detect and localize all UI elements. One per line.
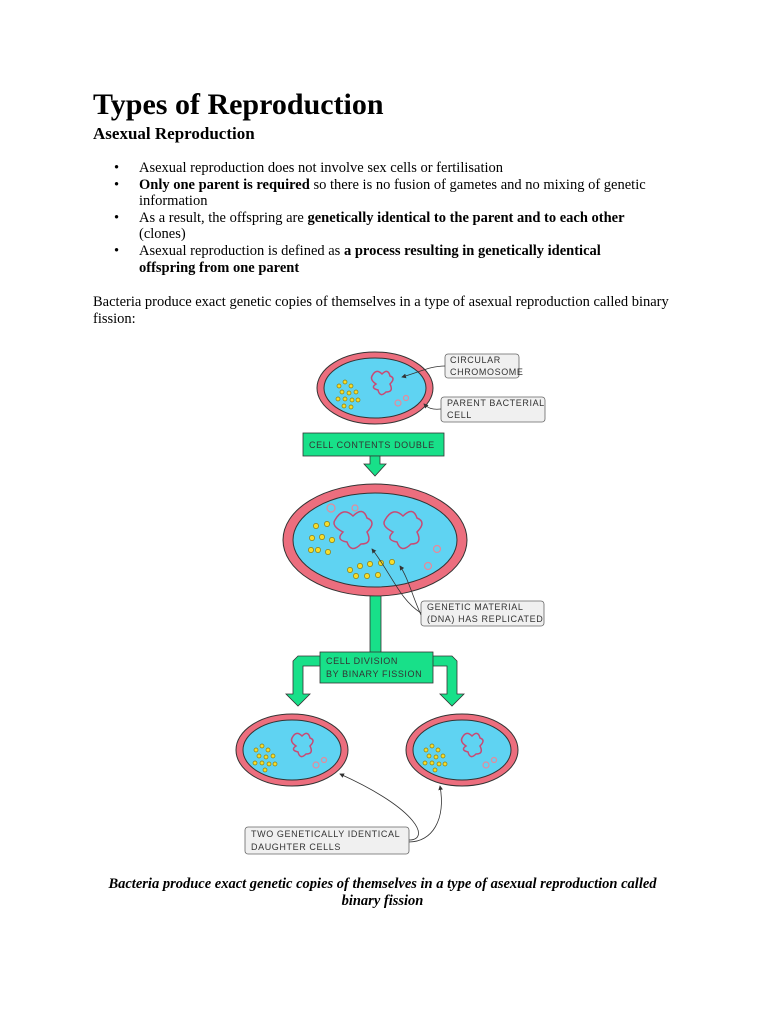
svg-text:CELL: CELL	[447, 410, 472, 420]
parent-bacterial-cell	[316, 351, 434, 425]
figure-caption: Bacteria produce exact genetic copies of…	[108, 876, 657, 909]
bullet-item: Asexual reproduction is defined as a pro…	[93, 243, 653, 276]
section-heading: Asexual Reproduction	[93, 124, 255, 143]
svg-text:GENETIC MATERIAL: GENETIC MATERIAL	[427, 602, 523, 612]
bullet-text: Asexual reproduction is defined as	[139, 242, 344, 259]
bullet-text: As a result, the offspring are	[139, 209, 308, 226]
split-arrow	[285, 595, 465, 707]
bullet-item: As a result, the offspring are genetical…	[93, 210, 653, 243]
svg-text:DAUGHTER CELLS: DAUGHTER CELLS	[251, 842, 341, 852]
circular-chromosome	[370, 370, 394, 396]
bullet-text-bold: a process resulting in genetically ident…	[139, 242, 601, 276]
label-circular-chromosome: CIRCULAR CHROMOSOME	[401, 353, 524, 379]
plasmids	[326, 503, 442, 571]
svg-text:CHROMOSOME: CHROMOSOME	[450, 367, 524, 377]
bullet-list: Asexual reproduction does not involve se…	[93, 160, 653, 276]
plasmids	[394, 394, 410, 407]
label-daughter-cells: TWO GENETICALLY IDENTICAL DAUGHTER CELLS	[244, 773, 444, 855]
daughter-cell-right	[405, 713, 519, 787]
bullet-item: Only one parent is required so there is …	[93, 177, 653, 210]
chromosome-copy-2	[383, 510, 423, 550]
svg-text:CELL CONTENTS DOUBLE: CELL CONTENTS DOUBLE	[309, 440, 435, 450]
bullet-item: Asexual reproduction does not involve se…	[93, 160, 653, 177]
step-cell-division: CELL DIVISION BY BINARY FISSION	[319, 651, 434, 684]
bullet-text: Asexual reproduction does not involve se…	[139, 160, 504, 176]
svg-text:CIRCULAR: CIRCULAR	[450, 355, 501, 365]
bullet-text-bold: genetically identical to the parent and …	[307, 209, 625, 226]
ribosomes	[335, 379, 361, 410]
enlarged-bacterial-cell	[282, 483, 468, 597]
svg-text:TWO GENETICALLY IDENTICAL: TWO GENETICALLY IDENTICAL	[251, 829, 400, 839]
intro-paragraph: Bacteria produce exact genetic copies of…	[93, 294, 669, 327]
daughter-cell-left	[235, 713, 349, 787]
ribosomes	[308, 521, 395, 579]
page-title: Types of Reproduction	[93, 88, 384, 121]
ribosomes	[422, 743, 448, 773]
circular-chromosome	[290, 732, 314, 758]
circular-chromosome	[460, 732, 484, 758]
step-cell-contents-double: CELL CONTENTS DOUBLE	[302, 432, 445, 457]
chromosome-copy-1	[333, 510, 373, 550]
label-parent-bacterial-cell: PARENT BACTERIAL CELL	[423, 396, 546, 423]
ribosomes	[252, 743, 278, 773]
bullet-text-bold: Only one parent is required	[139, 176, 310, 193]
svg-text:CELL DIVISION: CELL DIVISION	[326, 656, 398, 666]
svg-text:PARENT BACTERIAL: PARENT BACTERIAL	[447, 398, 545, 408]
bullet-text: (clones)	[139, 226, 186, 243]
down-arrow	[363, 455, 387, 477]
plasmids	[312, 756, 328, 769]
label-genetic-material: GENETIC MATERIAL (DNA) HAS REPLICATED	[371, 548, 545, 627]
bullet-text: so there is no fusion of gametes and no …	[139, 176, 646, 210]
svg-text:(DNA) HAS REPLICATED: (DNA) HAS REPLICATED	[427, 614, 543, 624]
plasmids	[482, 756, 498, 769]
svg-text:BY BINARY FISSION: BY BINARY FISSION	[326, 669, 422, 679]
